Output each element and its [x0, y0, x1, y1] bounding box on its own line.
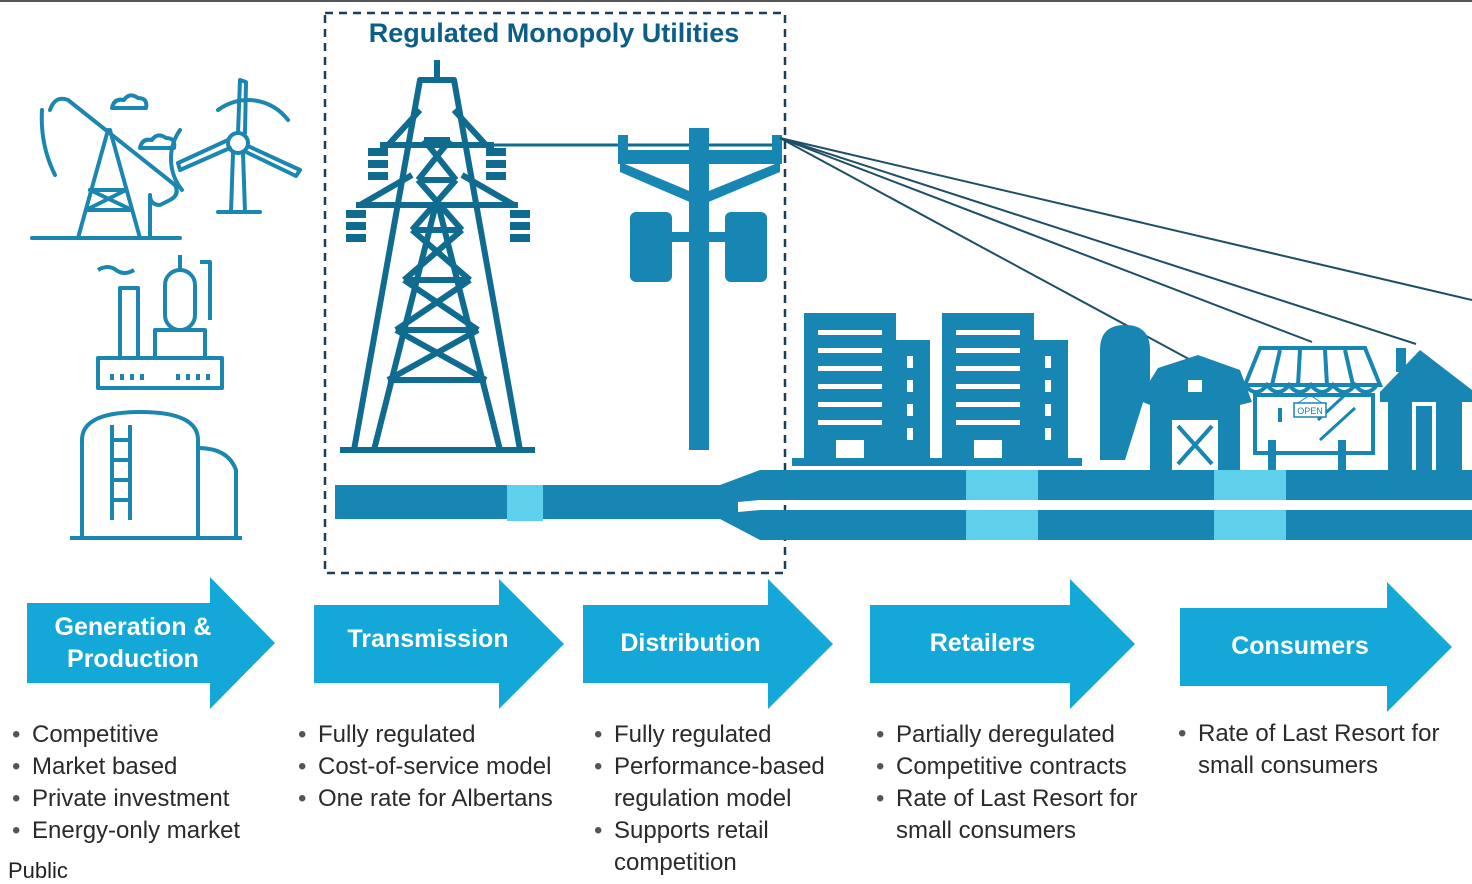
bullet-item: Rate of Last Resort for small consumers — [874, 783, 1170, 847]
regulated-utilities-title: Regulated Monopoly Utilities — [368, 18, 740, 48]
bullet-item: Performance-based regulation model — [592, 751, 862, 815]
arrow-label-retailers: Retailers — [929, 629, 1036, 657]
arrow-label-generation: Generation & Production — [54, 613, 212, 673]
transmission-tower-icon — [340, 60, 535, 453]
bullet-item: Partially deregulated — [874, 719, 1170, 751]
bullet-item: Market based — [10, 751, 290, 783]
bullet-item: Private investment — [10, 783, 290, 815]
bullet-item: Rate of Last Resort for small consumers — [1176, 718, 1472, 782]
arrow-shape — [1180, 582, 1452, 712]
top-rule — [0, 0, 1472, 2]
distribution-pole-icon — [618, 128, 782, 450]
arrow-label-distribution: Distribution — [620, 629, 761, 657]
bullet-item: Cost-of-service model — [296, 751, 586, 783]
farm-barn-icon — [1138, 355, 1252, 470]
bullets-retailers: Partially deregulated Competitive contra… — [874, 719, 1170, 847]
bullets-transmission: Fully regulated Cost-of-service model On… — [296, 719, 586, 815]
arrow-shape — [314, 579, 564, 709]
arrow-transmission: Transmission — [314, 579, 564, 709]
arrow-generation: Generation & Production — [27, 577, 275, 709]
storage-tank-icon — [70, 410, 242, 540]
arrow-retailers: Retailers — [870, 579, 1135, 709]
arrow-shape — [583, 579, 833, 709]
classification-footer: Public — [8, 858, 68, 883]
arrow-label-consumers: Consumers — [1231, 632, 1369, 660]
bullet-item: One rate for Albertans — [296, 783, 586, 815]
bullet-item: Competitive — [10, 719, 290, 751]
insulators — [346, 148, 530, 242]
wind-turbine-icon — [168, 78, 302, 214]
arrow-distribution: Distribution — [583, 579, 833, 709]
bullet-item: Competitive contracts — [874, 751, 1170, 783]
pumpjack-icon — [30, 93, 182, 240]
bullet-item: Fully regulated — [592, 719, 862, 751]
arrow-label-transmission: Transmission — [347, 625, 509, 653]
arrow-shape — [27, 577, 275, 709]
store-sign-text: OPEN — [1297, 406, 1323, 416]
bullets-consumers: Rate of Last Resort for small consumers — [1176, 718, 1472, 782]
bullet-item: Energy-only market — [10, 815, 290, 847]
bullet-item: Fully regulated — [296, 719, 586, 751]
arrow-consumers: Consumers — [1180, 582, 1452, 712]
pipe-couplers — [507, 470, 1286, 540]
store-icon — [1242, 346, 1383, 455]
bullets-generation: Competitive Market based Private investm… — [10, 719, 290, 847]
office-building-icon — [942, 313, 1068, 463]
bullets-distribution: Fully regulated Performance-based regula… — [592, 719, 862, 879]
house-icon — [1380, 348, 1472, 470]
building-stilts — [792, 440, 1453, 475]
bullet-item: Supports retail competition — [592, 815, 862, 879]
power-pipeline — [335, 470, 1472, 540]
office-building-icon — [804, 313, 930, 463]
silo-icon — [1100, 325, 1150, 460]
arrow-shape — [870, 579, 1135, 709]
regulated-utilities-box — [323, 11, 787, 575]
refinery-icon — [96, 255, 224, 390]
